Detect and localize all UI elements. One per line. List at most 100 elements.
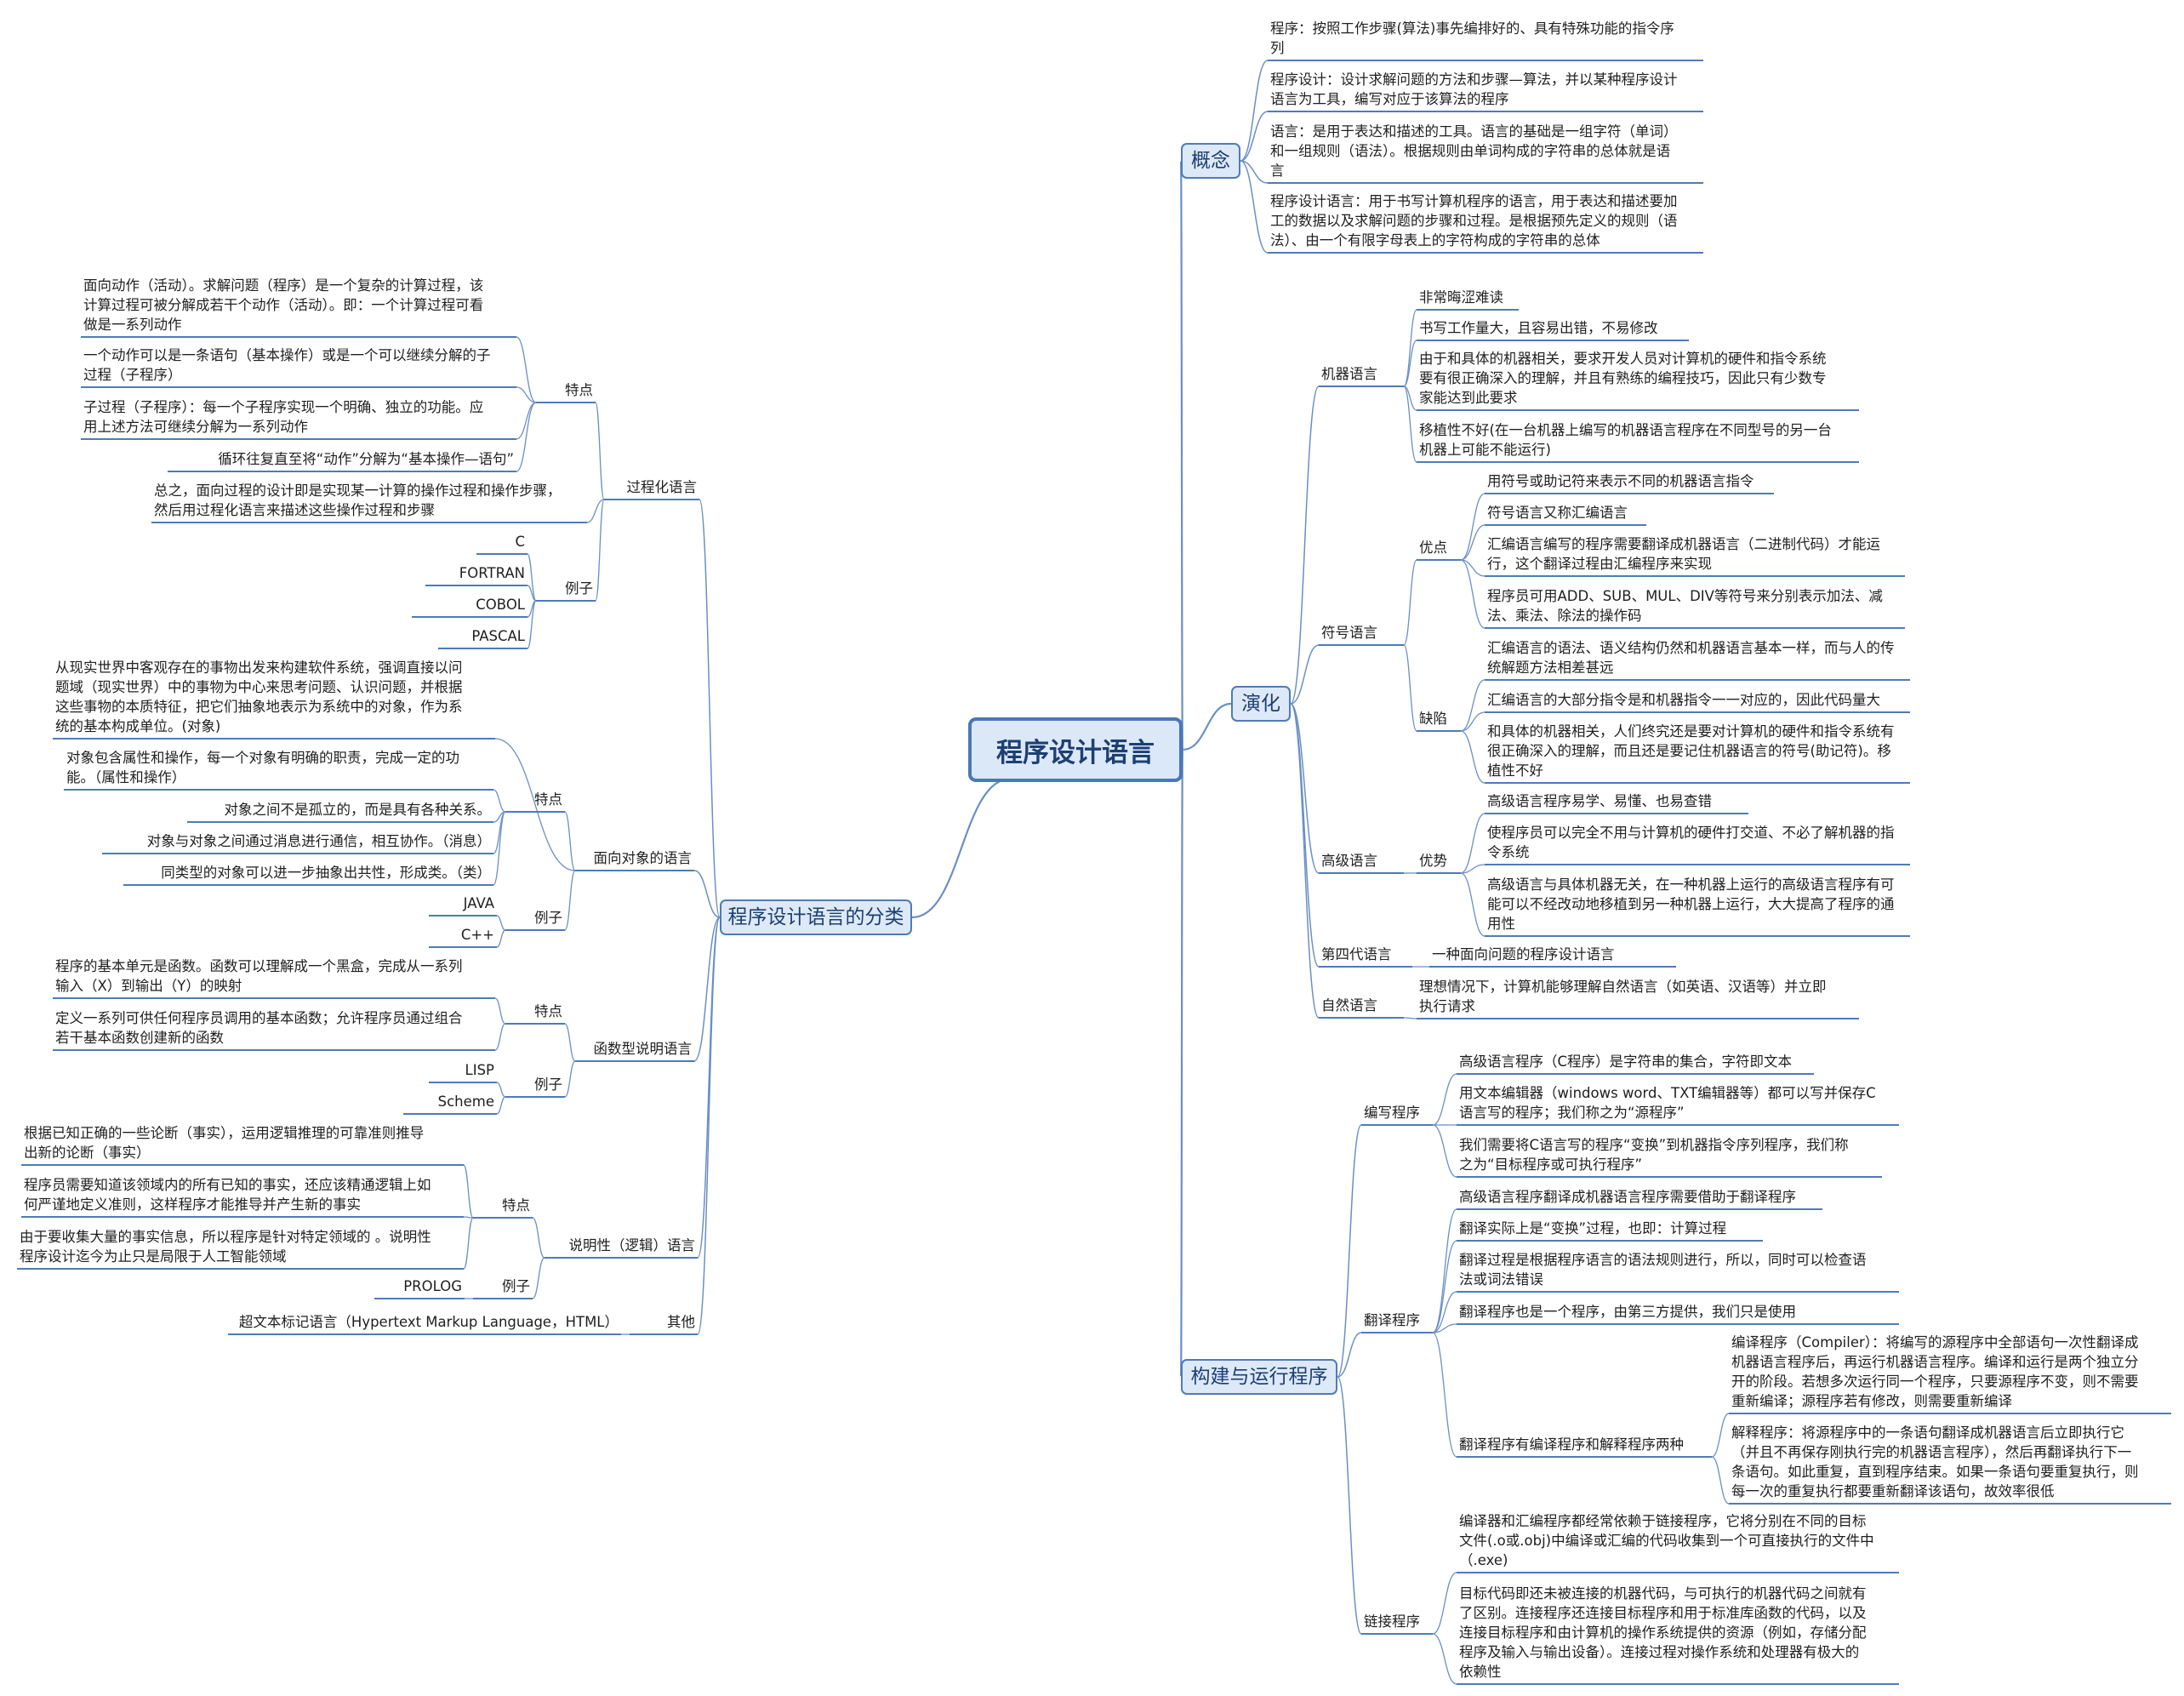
node-natural-language[interactable]: 自然语言 bbox=[1319, 996, 1404, 1019]
connector-line bbox=[564, 870, 576, 931]
procedural-examples[interactable]: 例子 bbox=[536, 579, 596, 602]
connector-line bbox=[911, 777, 1012, 919]
node-high-level-language[interactable]: 高级语言 bbox=[1319, 851, 1404, 874]
oo-feature-1: 对象包含属性和操作，每一个对象有明确的职责，完成一定的功 能。（属性和操作） bbox=[64, 748, 493, 791]
advantage-item-3: 汇编语言编写的程序需要翻译成机器语言（二进制代码）才能运 行，这个翻译过程由汇编… bbox=[1485, 534, 1905, 577]
write-item-2: 用文本编辑器（windows word、TXT编辑器等）都可以写并保存C 语言写… bbox=[1457, 1083, 1899, 1126]
procedural-feature-3: 子过程（子程序）：每一个子程序实现一个明确、独立的功能。应 用上述方法可继续分解… bbox=[81, 397, 516, 440]
connector-line bbox=[463, 1164, 474, 1219]
machine-item-1: 非常晦涩难读 bbox=[1417, 288, 1519, 311]
example-cpp: C++ bbox=[429, 925, 497, 948]
node-others[interactable]: 其他 bbox=[630, 1312, 698, 1335]
connector-line bbox=[1432, 1073, 1457, 1126]
connector-line bbox=[494, 997, 506, 1025]
translate-item-1: 高级语言程序翻译成机器语言程序需要借助于翻译程序 bbox=[1457, 1187, 1822, 1210]
connector-line bbox=[1240, 160, 1269, 184]
connector-line bbox=[516, 402, 537, 472]
node-defects[interactable]: 缺陷 bbox=[1417, 709, 1461, 732]
connector-line bbox=[1403, 385, 1417, 463]
connector-line bbox=[1711, 1456, 1730, 1505]
object-oriented-examples[interactable]: 例子 bbox=[505, 908, 565, 931]
node-write-program[interactable]: 编写程序 bbox=[1361, 1103, 1433, 1126]
connector-line bbox=[463, 1217, 474, 1270]
interpreter-item: 解释程序：将源程序中的一条语句翻译成机器语言后立即执行它 （并且不再保存刚执行完… bbox=[1729, 1423, 2171, 1505]
connector-line bbox=[493, 811, 506, 886]
connector-line bbox=[1432, 1208, 1457, 1333]
example-fortran: FORTRAN bbox=[425, 563, 527, 586]
node-translate-program[interactable]: 翻译程序 bbox=[1361, 1311, 1433, 1333]
connector-line bbox=[493, 789, 506, 813]
connector-line bbox=[1432, 1332, 1457, 1458]
node-functional-language[interactable]: 函数型说明语言 bbox=[575, 1039, 694, 1062]
root-node[interactable]: 程序设计语言 bbox=[968, 717, 1183, 782]
connector-line bbox=[1460, 813, 1485, 874]
node-object-oriented-language[interactable]: 面向对象的语言 bbox=[575, 848, 694, 871]
connector-line bbox=[1460, 872, 1485, 937]
node-evolution[interactable]: 演化 bbox=[1231, 686, 1291, 722]
connector-line bbox=[564, 811, 576, 871]
connector-line bbox=[1290, 703, 1320, 874]
node-compiler-interpreter[interactable]: 翻译程序有编译程序和解释程序两种 bbox=[1457, 1435, 1712, 1458]
connector-line bbox=[1460, 864, 1485, 874]
connector-line bbox=[494, 738, 576, 871]
example-java: JAVA bbox=[429, 894, 497, 917]
machine-item-4: 移植性不好(在一台机器上编写的机器语言程序在不同型号的另一台 机器上可能不能运行… bbox=[1417, 420, 1859, 463]
strength-item-2: 使程序员可以完全不用与计算机的硬件打交道、不必了解机器的指 令系统 bbox=[1485, 823, 1910, 865]
node-fourth-gen-language[interactable]: 第四代语言 bbox=[1319, 945, 1412, 968]
procedural-features[interactable]: 特点 bbox=[536, 380, 596, 403]
procedural-feature-1: 面向动作（活动）。求解问题（程序）是一个复杂的计算过程，该 计算过程可被分解成若… bbox=[81, 276, 516, 338]
connector-line bbox=[1403, 559, 1417, 646]
translate-item-4: 翻译程序也是一个程序，由第三方提供，我们只是使用 bbox=[1457, 1302, 1899, 1325]
connector-line bbox=[1290, 644, 1320, 705]
example-prolog: PROLOG bbox=[374, 1276, 465, 1299]
connector-line bbox=[496, 1082, 506, 1098]
connector-line bbox=[1337, 1376, 1362, 1635]
connector-line bbox=[1460, 679, 1485, 732]
connector-line bbox=[494, 1023, 506, 1051]
connector-line bbox=[1711, 1413, 1730, 1458]
connector-line bbox=[1403, 309, 1417, 387]
connector-line bbox=[1240, 60, 1269, 162]
connector-line bbox=[697, 917, 721, 1335]
defect-item-2: 汇编语言的大部分指令是和机器指令一一对应的，因此代码量大 bbox=[1485, 690, 1910, 713]
procedural-summary: 总之，面向过程的设计即是实现某一计算的操作过程和操作步骤， 然后用过程化语言来描… bbox=[151, 481, 587, 523]
declarative-examples[interactable]: 例子 bbox=[473, 1276, 533, 1299]
object-oriented-features[interactable]: 特点 bbox=[505, 790, 565, 813]
functional-examples[interactable]: 例子 bbox=[505, 1075, 565, 1098]
connector-line bbox=[527, 585, 537, 602]
node-concept[interactable]: 概念 bbox=[1181, 143, 1240, 179]
connector-line bbox=[564, 1060, 576, 1098]
connector-line bbox=[1432, 1240, 1457, 1333]
connector-line bbox=[532, 1217, 545, 1259]
concept-item-4: 程序设计语言：用于书写计算机程序的语言，用于表达和描述要加 工的数据以及求解问题… bbox=[1268, 191, 1703, 254]
node-advantages[interactable]: 优点 bbox=[1417, 538, 1461, 561]
write-item-3: 我们需要将C语言写的程序“变换”到机器指令序列程序，我们称 之为“目标程序或可执… bbox=[1457, 1135, 1882, 1178]
advantage-item-2: 符号语言又称汇编语言 bbox=[1485, 503, 1646, 526]
node-symbolic-language[interactable]: 符号语言 bbox=[1319, 623, 1404, 646]
node-build-and-run[interactable]: 构建与运行程序 bbox=[1181, 1359, 1337, 1395]
declarative-features[interactable]: 特点 bbox=[473, 1196, 533, 1219]
node-classification[interactable]: 程序设计语言的分类 bbox=[720, 899, 912, 935]
connector-line bbox=[1403, 340, 1417, 387]
node-machine-language[interactable]: 机器语言 bbox=[1319, 364, 1404, 387]
functional-features[interactable]: 特点 bbox=[505, 1002, 565, 1025]
node-strengths[interactable]: 优势 bbox=[1417, 851, 1461, 874]
advantage-item-1: 用符号或助记符来表示不同的机器语言指令 bbox=[1485, 471, 1774, 494]
connector-line bbox=[1240, 111, 1269, 162]
connector-line bbox=[1240, 160, 1269, 254]
example-c: C bbox=[476, 532, 527, 555]
node-procedural-language[interactable]: 过程化语言 bbox=[604, 477, 699, 500]
connector-line bbox=[496, 915, 506, 931]
connector-line bbox=[586, 499, 605, 523]
procedural-feature-4: 循环往复直至将“动作”分解为“基本操作—语句” bbox=[168, 449, 516, 472]
connector-line bbox=[1460, 493, 1485, 561]
node-link-program[interactable]: 链接程序 bbox=[1361, 1612, 1433, 1635]
defect-item-3: 和具体的机器相关，人们终究还是要对计算机的硬件和指令系统有 很正确深入的理解，而… bbox=[1485, 722, 1910, 784]
link-item-1: 编译器和汇编程序都经常依赖于链接程序，它将分别在不同的目标 文件(.o或.obj… bbox=[1457, 1511, 1899, 1573]
node-declarative-language[interactable]: 说明性（逻辑）语言 bbox=[545, 1236, 698, 1259]
translate-item-2: 翻译实际上是“变换”过程，也即：计算过程 bbox=[1457, 1219, 1763, 1242]
connector-line bbox=[516, 336, 537, 403]
connector-line bbox=[496, 929, 506, 948]
example-scheme: Scheme bbox=[403, 1092, 497, 1115]
